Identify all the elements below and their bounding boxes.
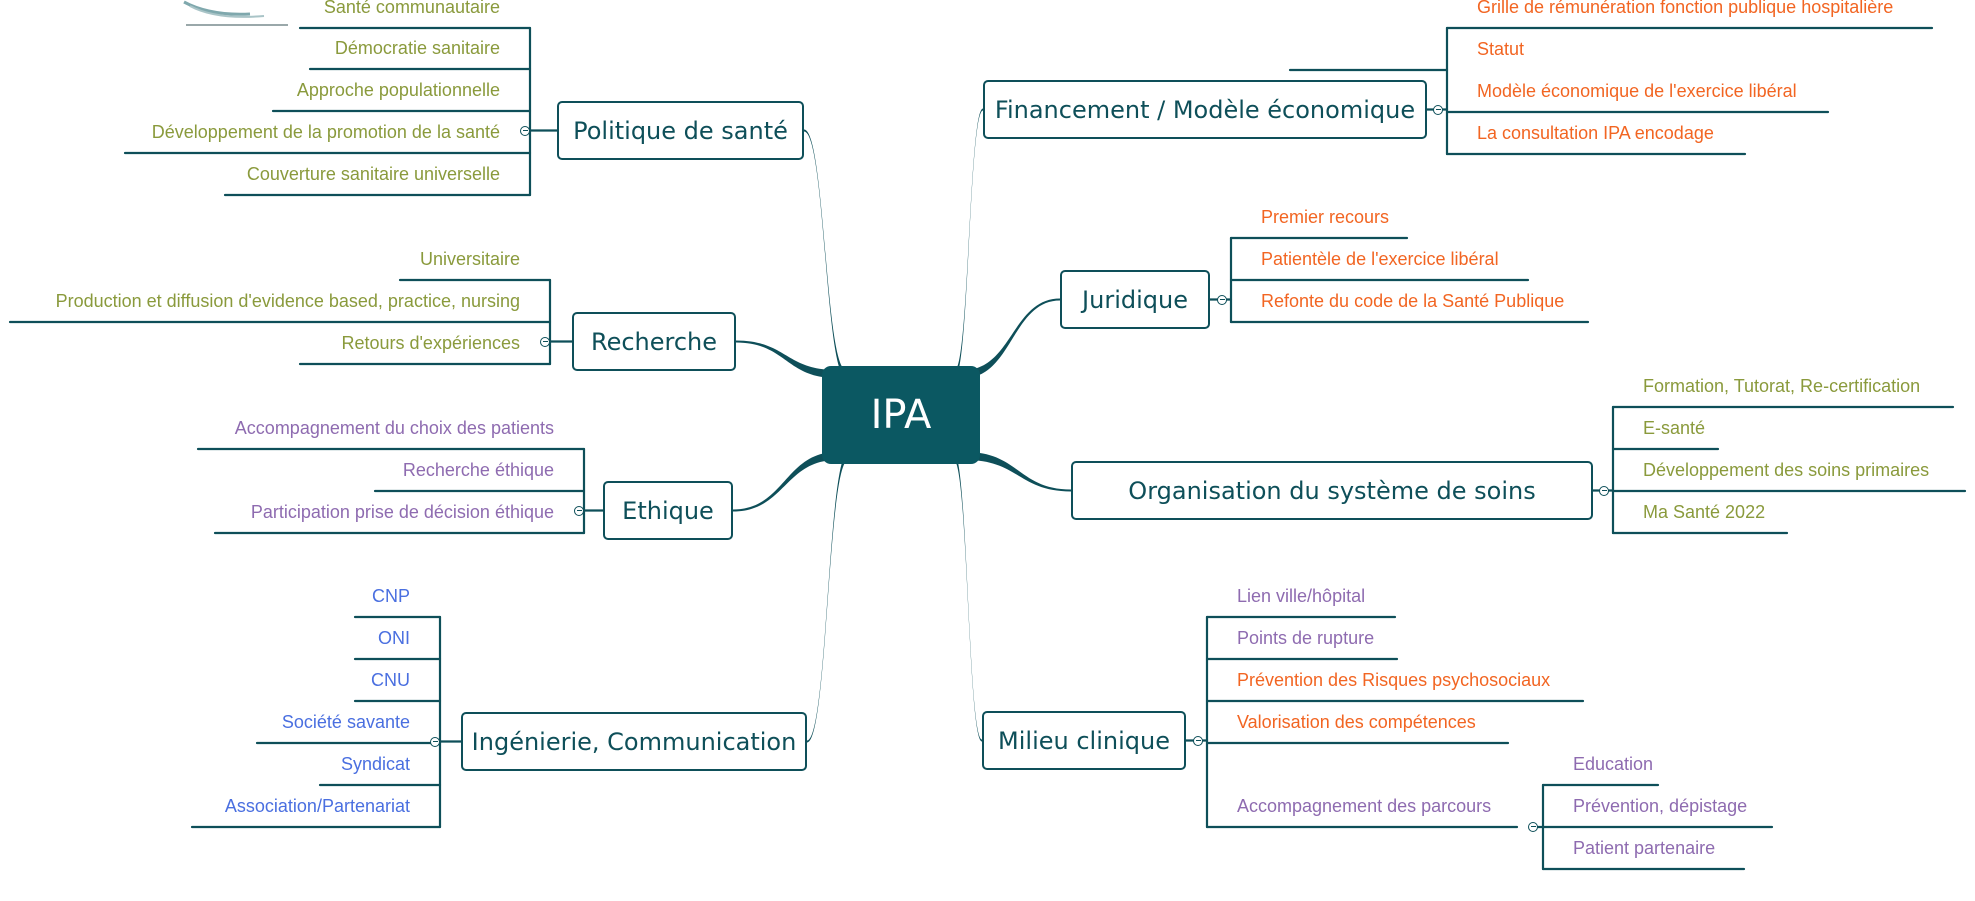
leaf-milieu[interactable]: Lien ville/hôpital	[1237, 586, 1366, 606]
topic-milieu[interactable]: Milieu clinique	[982, 711, 1186, 770]
leaf-financement[interactable]: Grille de rémunération fonction publique…	[1477, 0, 1894, 17]
collapse-toggle-recherche[interactable]	[540, 336, 550, 347]
leaf-ingenierie[interactable]: CNP	[371, 586, 410, 606]
leaf-politique[interactable]: Santé communautaire	[323, 0, 500, 17]
leaf-organisation[interactable]: Développement des soins primaires	[1643, 460, 1930, 480]
leaf-milieu[interactable]: Prévention des Risques psychosociaux	[1237, 670, 1551, 690]
collapse-toggle-milieu[interactable]	[1193, 735, 1203, 746]
leaf-financement[interactable]: Modèle économique de l'exercice libéral	[1477, 81, 1797, 101]
leaf-milieu[interactable]: Valorisation des compétences	[1237, 712, 1476, 732]
leaf-ethique[interactable]: Recherche éthique	[402, 460, 554, 480]
collapse-toggle-parcours[interactable]	[1528, 822, 1538, 832]
leaf-financement[interactable]: Statut	[1477, 39, 1525, 59]
collapse-toggle-ingenierie[interactable]	[430, 736, 440, 747]
leaf-parcours[interactable]: Prévention, dépistage	[1573, 796, 1748, 816]
leaf-ingenierie[interactable]: Association/Partenariat	[224, 796, 410, 816]
leaf-juridique[interactable]: Refonte du code de la Santé Publique	[1261, 291, 1565, 311]
branch-financement	[954, 108, 983, 378]
branch-ethique	[733, 452, 837, 512]
leaf-ingenierie[interactable]: Syndicat	[340, 754, 410, 774]
topic-organisation[interactable]: Organisation du système de soins	[1071, 461, 1593, 520]
branch-organisation	[966, 452, 1071, 492]
leaf-recherche[interactable]: Universitaire	[419, 249, 520, 269]
leaf-politique[interactable]: Développement de la promotion de la sant…	[151, 122, 500, 142]
topic-ethique[interactable]: Ethique	[603, 481, 733, 540]
leaf-politique[interactable]: Approche populationnelle	[296, 80, 500, 100]
leaf-organisation[interactable]: E-santé	[1643, 418, 1706, 438]
leaf-juridique[interactable]: Patientèle de l'exercice libéral	[1261, 249, 1499, 269]
leaf-ethique[interactable]: Participation prise de décision éthique	[250, 502, 554, 522]
branch-recherche	[736, 340, 836, 378]
branch-milieu	[953, 452, 982, 742]
central-topic-ipa[interactable]: IPA	[822, 366, 980, 464]
collapse-toggle-ethique[interactable]	[574, 505, 584, 516]
leaf-juridique[interactable]: Premier recours	[1261, 207, 1390, 227]
branch-ingenierie	[807, 452, 849, 743]
leaf-ingenierie[interactable]: CNU	[371, 670, 410, 690]
leaf-parcours[interactable]: Patient partenaire	[1573, 838, 1716, 858]
collapse-toggle-juridique[interactable]	[1217, 294, 1227, 305]
logo-image	[180, 0, 300, 34]
leaf-politique[interactable]: Démocratie sanitaire	[334, 38, 500, 58]
topic-financement[interactable]: Financement / Modèle économique	[983, 80, 1427, 139]
topic-politique[interactable]: Politique de santé	[557, 101, 804, 160]
leaf-milieu[interactable]: Accompagnement des parcours	[1237, 796, 1492, 816]
leaf-ingenierie[interactable]: Société savante	[281, 712, 410, 732]
leaf-ethique[interactable]: Accompagnement du choix des patients	[234, 418, 554, 438]
leaf-recherche[interactable]: Retours d'expériences	[341, 333, 520, 353]
leaf-milieu[interactable]: Points de rupture	[1237, 628, 1375, 648]
leaf-ingenierie[interactable]: ONI	[377, 628, 410, 648]
branch-politique	[804, 129, 847, 378]
leaf-organisation[interactable]: Ma Santé 2022	[1643, 502, 1766, 522]
leaf-recherche[interactable]: Production et diffusion d'evidence based…	[55, 291, 520, 311]
leaf-organisation[interactable]: Formation, Tutorat, Re-certification	[1643, 376, 1921, 396]
topic-juridique[interactable]: Juridique	[1060, 270, 1210, 329]
branch-juridique	[964, 298, 1060, 378]
collapse-toggle-politique[interactable]	[520, 125, 530, 136]
topic-ingenierie[interactable]: Ingénierie, Communication	[461, 712, 807, 771]
leaf-financement[interactable]: La consultation IPA encodage	[1477, 123, 1714, 143]
leaf-parcours[interactable]: Education	[1573, 754, 1654, 774]
collapse-toggle-organisation[interactable]	[1599, 485, 1609, 496]
topic-recherche[interactable]: Recherche	[572, 312, 736, 371]
leaf-politique[interactable]: Couverture sanitaire universelle	[246, 164, 500, 184]
collapse-toggle-financement[interactable]	[1433, 104, 1443, 115]
